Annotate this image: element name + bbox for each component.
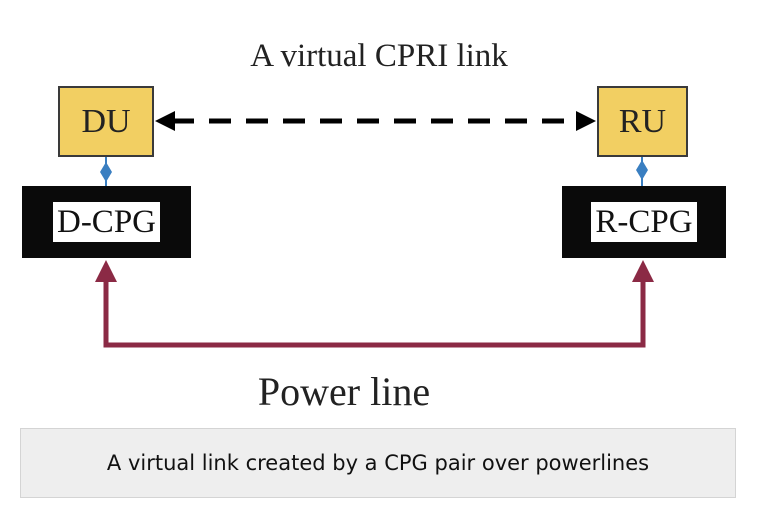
r-cpg-box: R-CPG <box>562 186 726 258</box>
virtual-link-arrow-right <box>576 111 596 131</box>
cpri-diagram: A virtual CPRI link DU RU D-CPG R-CPG Po… <box>22 38 726 414</box>
power-line-label: Power line <box>257 369 431 414</box>
ru-label: RU <box>618 102 667 140</box>
power-line-arrow-left <box>95 260 117 282</box>
virtual-link-title: A virtual CPRI link <box>250 38 508 74</box>
d-cpg-label: D-CPG <box>52 202 161 242</box>
virtual-link-arrow-left <box>155 111 175 131</box>
diagram-links <box>95 111 654 348</box>
du-connector-diamond <box>100 162 112 182</box>
power-line-arrow-right <box>632 260 654 282</box>
ru-box: RU <box>597 86 688 157</box>
d-cpg-box: D-CPG <box>22 186 191 258</box>
power-line-path <box>103 278 646 348</box>
r-cpg-label: R-CPG <box>591 202 697 242</box>
ru-connector-diamond <box>636 160 648 180</box>
du-box: DU <box>58 86 154 157</box>
du-label: DU <box>81 102 131 140</box>
figure-caption: A virtual link created by a CPG pair ove… <box>20 428 736 498</box>
